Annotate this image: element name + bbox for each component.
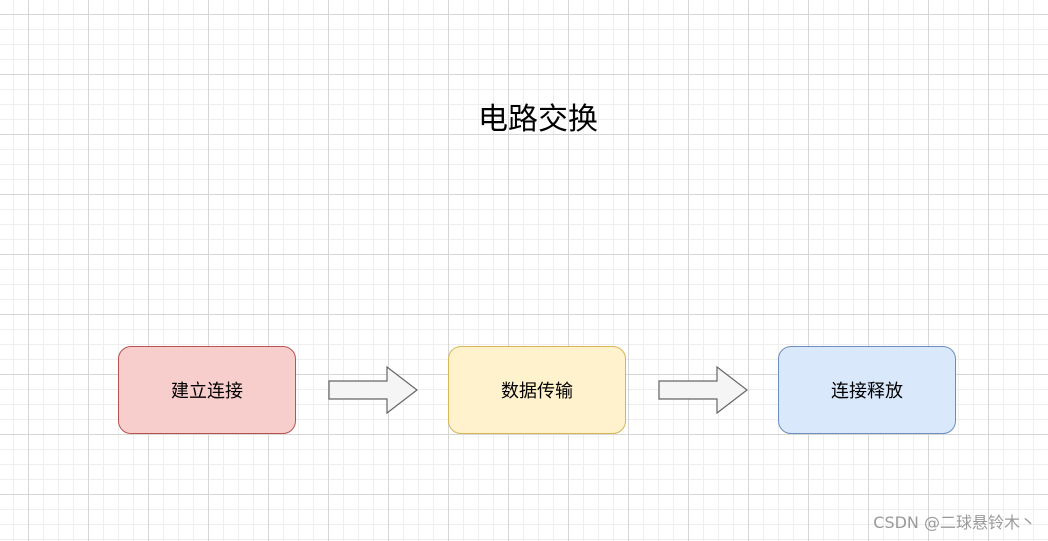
step-label: 建立连接: [171, 381, 243, 402]
diagram-title: 电路交换: [478, 102, 598, 137]
arrow-right-icon: [658, 365, 748, 415]
step-connection-release[interactable]: 连接释放: [778, 346, 956, 434]
arrow-right-icon: [328, 365, 418, 415]
step-establish-connection[interactable]: 建立连接: [118, 346, 296, 434]
step-label: 数据传输: [501, 381, 573, 402]
step-label: 连接释放: [831, 381, 903, 402]
step-data-transfer[interactable]: 数据传输: [448, 346, 626, 434]
watermark-text: CSDN @二球悬铃木丶: [873, 513, 1036, 532]
